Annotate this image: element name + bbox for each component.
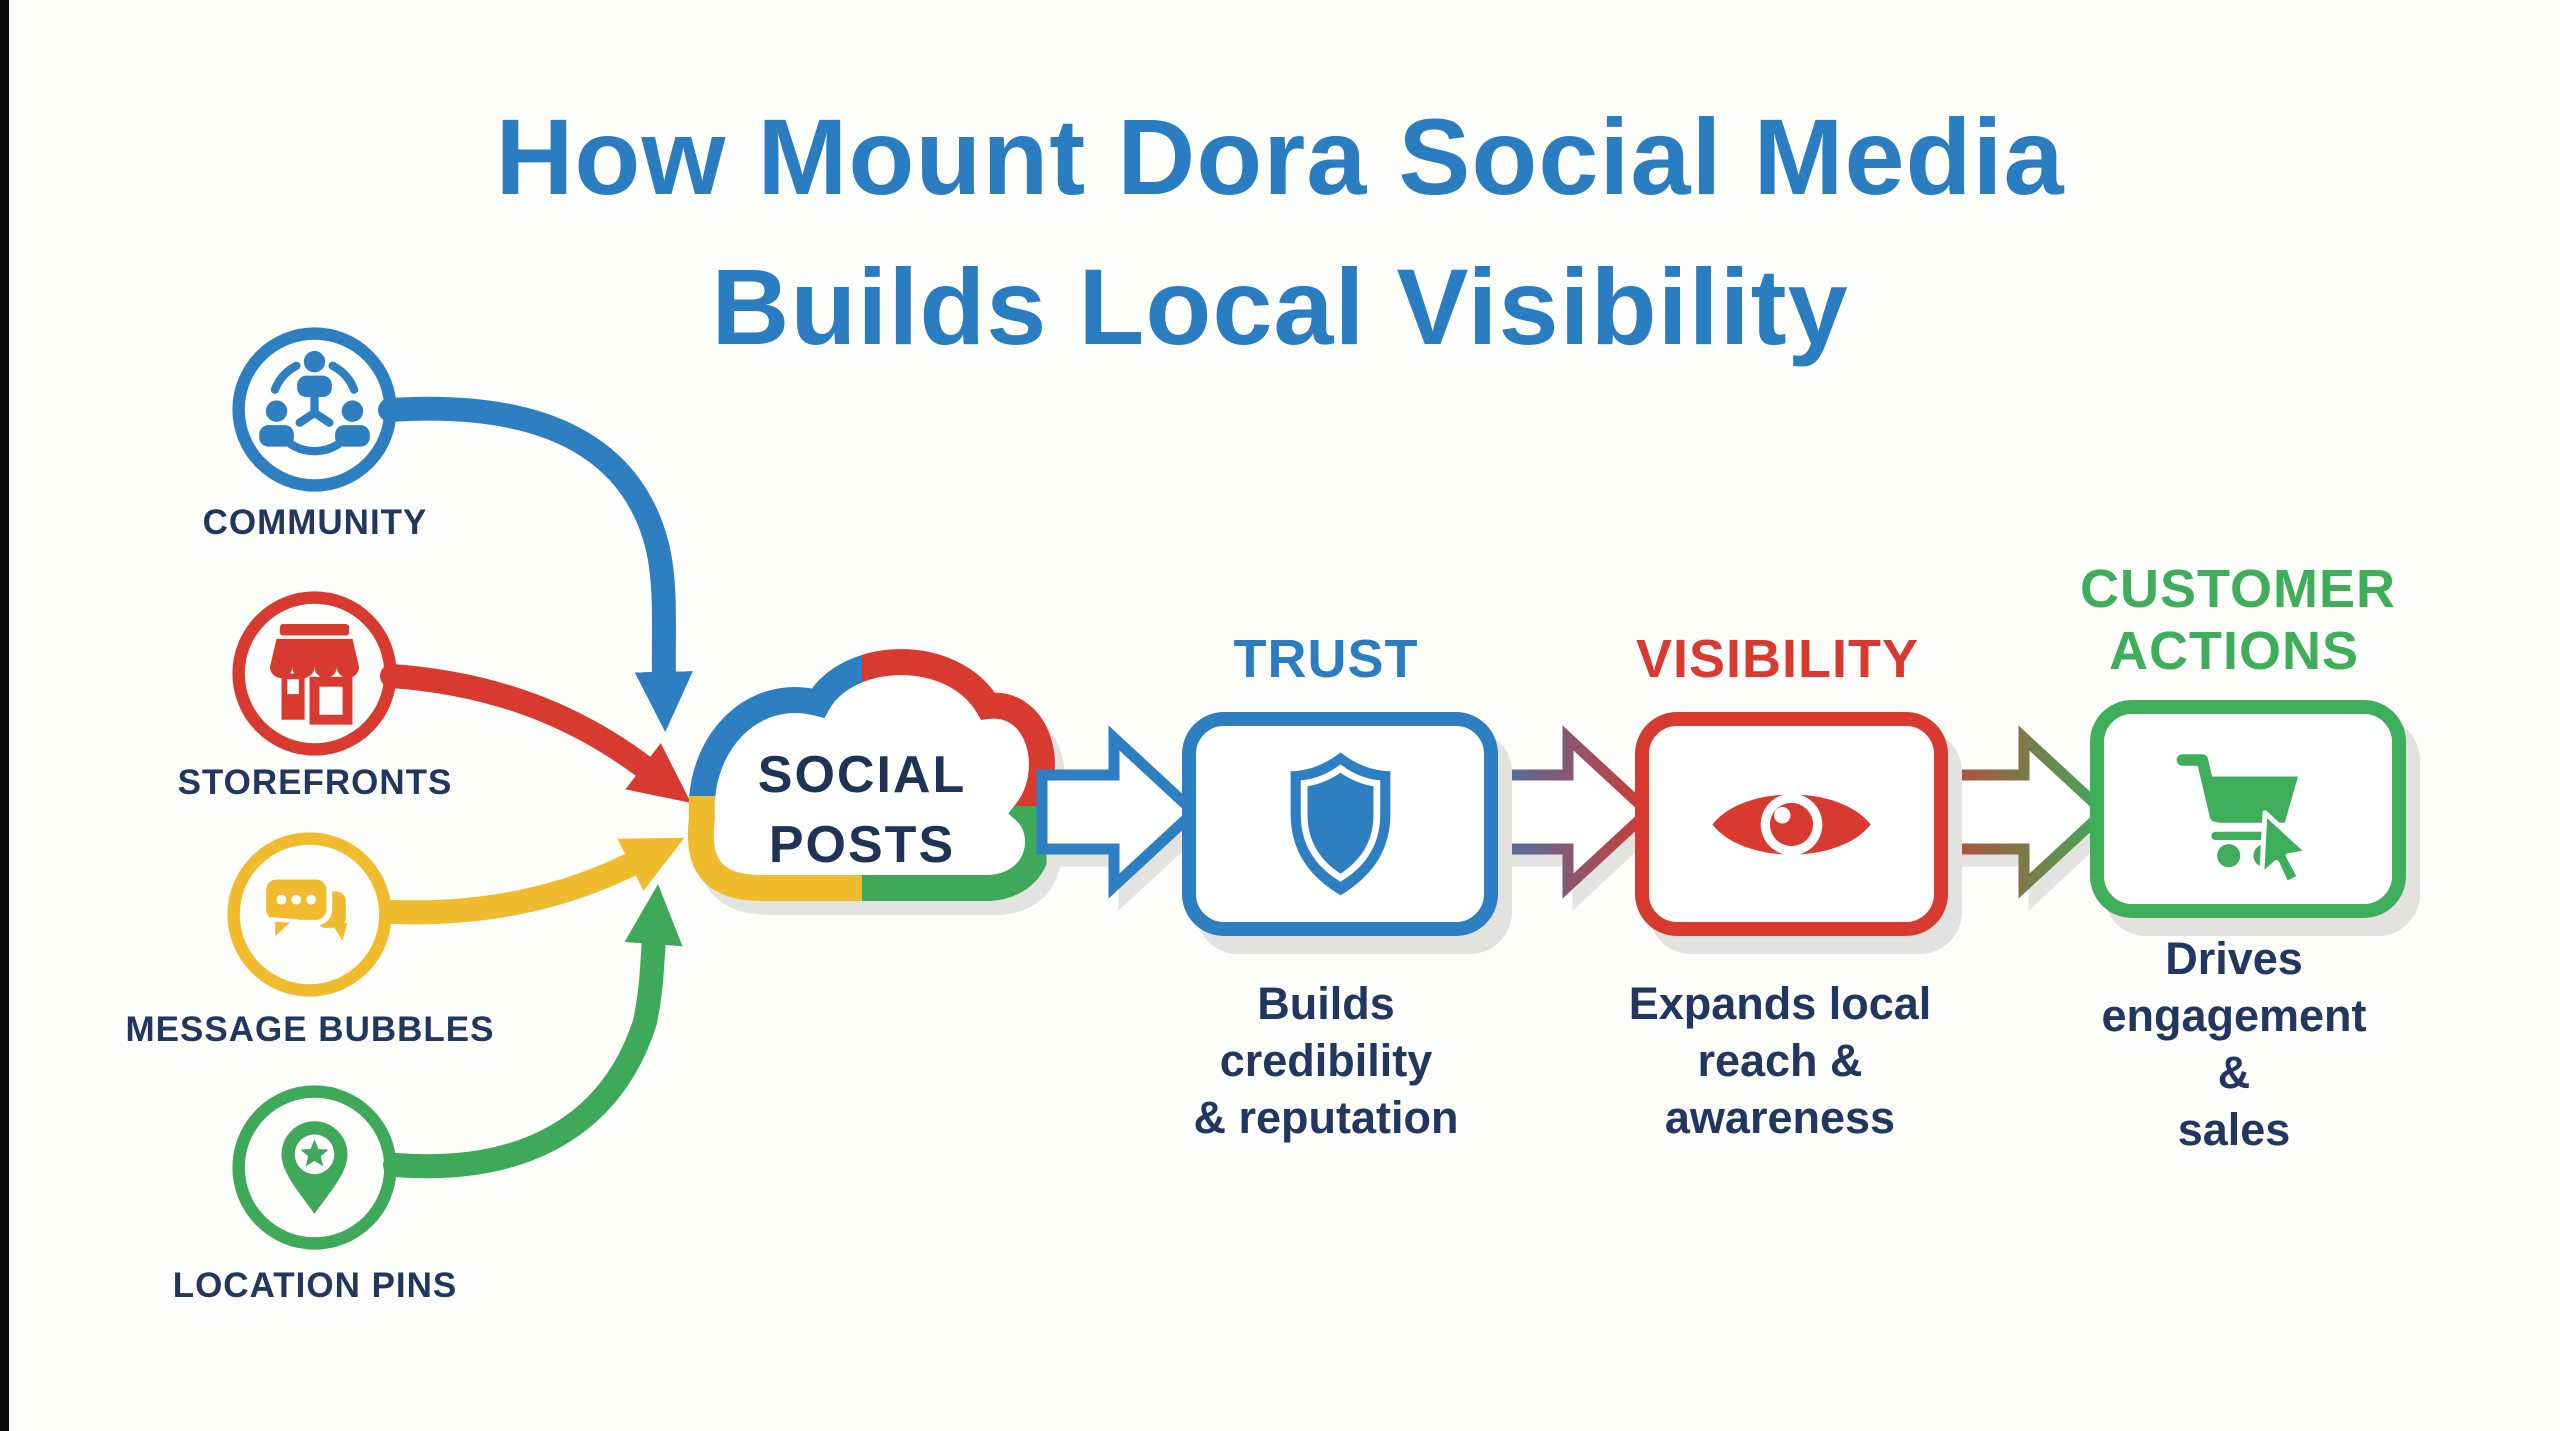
cloud-body bbox=[700, 662, 1042, 888]
chat-bubbles-icon bbox=[227, 832, 392, 997]
source-label-location-pins: LOCATION PINS bbox=[172, 1266, 458, 1305]
stage-title-trust: TRUST bbox=[1233, 629, 1419, 689]
community-people-icon bbox=[232, 327, 397, 492]
caption-customer-actions-line-2: engagement & bbox=[2101, 990, 2367, 1098]
community-to-hub-arrow bbox=[378, 396, 693, 733]
source-label-community: COMMUNITY bbox=[202, 503, 428, 542]
eye-icon bbox=[1712, 793, 1871, 855]
stage-title-customer-actions-line-1: CUSTOMER bbox=[2080, 559, 2397, 619]
source-label-message-bubbles: MESSAGE BUBBLES bbox=[125, 1010, 495, 1049]
hub-label: SOCIAL POSTS bbox=[712, 740, 1012, 880]
pins-to-hub-arrow bbox=[383, 884, 683, 1179]
page-title-line-2: Builds Local Visibility bbox=[711, 246, 1849, 367]
caption-customer-actions-line-3: sales bbox=[2177, 1104, 2291, 1155]
shield-icon bbox=[1290, 751, 1390, 895]
cloud-segment-yellow bbox=[687, 796, 862, 901]
stage-title-customer-actions-line-2: ACTIONS bbox=[2109, 621, 2359, 681]
cloud-segment-red bbox=[862, 649, 1055, 806]
stage-title-visibility: VISIBILITY bbox=[1635, 629, 1920, 689]
cart-cursor-icon bbox=[2176, 753, 2310, 886]
caption-trust-line-2: & reputation bbox=[1193, 1092, 1459, 1143]
cloud-segment-blue bbox=[689, 655, 862, 796]
caption-trust: Builds credibility & reputation bbox=[1156, 975, 1496, 1146]
caption-trust-line-1: Builds credibility bbox=[1219, 978, 1433, 1086]
trust-box bbox=[1182, 712, 1498, 936]
storefronts-to-hub-arrow bbox=[380, 664, 691, 803]
hub-label-line-1: SOCIAL bbox=[757, 746, 967, 804]
page-title: How Mount Dora Social Media Builds Local… bbox=[0, 82, 2560, 382]
caption-visibility-line-2: reach & awareness bbox=[1664, 1035, 1896, 1143]
page-title-line-1: How Mount Dora Social Media bbox=[495, 96, 2065, 217]
hub-to-trust-arrow bbox=[1036, 725, 1203, 899]
social-posts-cloud bbox=[687, 649, 1055, 901]
caption-customer-actions: Drives engagement & sales bbox=[2084, 930, 2384, 1158]
visibility-box bbox=[1635, 712, 1948, 936]
caption-visibility-line-1: Expands local bbox=[1628, 978, 1932, 1029]
stage-title-customer-actions: CUSTOMER ACTIONS bbox=[2080, 558, 2397, 682]
source-label-storefronts: STOREFRONTS bbox=[177, 763, 453, 802]
caption-visibility: Expands local reach & awareness bbox=[1590, 975, 1970, 1146]
bubbles-to-hub-arrow bbox=[380, 837, 685, 925]
location-pin-icon bbox=[232, 1085, 397, 1250]
customer-actions-box bbox=[2090, 700, 2406, 918]
storefront-icon bbox=[232, 591, 397, 756]
left-edge-strip bbox=[0, 0, 9, 1431]
hub-label-line-2: POSTS bbox=[768, 816, 956, 874]
caption-customer-actions-line-1: Drives bbox=[2165, 933, 2303, 984]
